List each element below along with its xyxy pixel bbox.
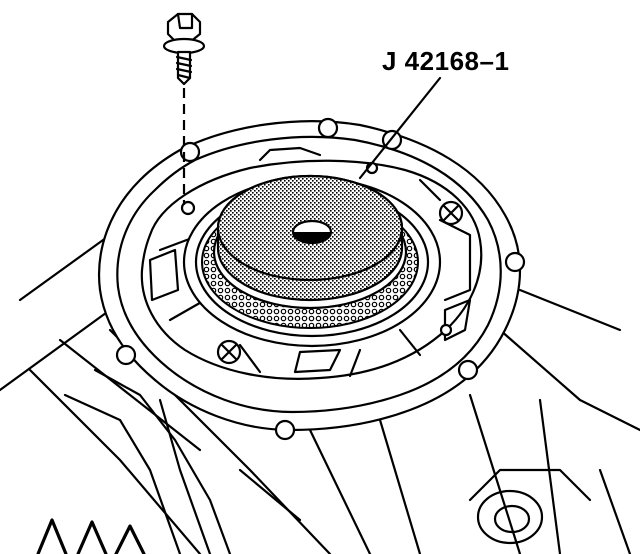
callout-leader-line bbox=[358, 76, 442, 180]
direction-arrows bbox=[36, 518, 146, 554]
seal-installer-tool-icon bbox=[182, 174, 442, 348]
bolt-icon bbox=[162, 12, 206, 205]
case-body bbox=[0, 233, 640, 554]
tool-callout-label: J 42168–1 bbox=[382, 46, 510, 76]
